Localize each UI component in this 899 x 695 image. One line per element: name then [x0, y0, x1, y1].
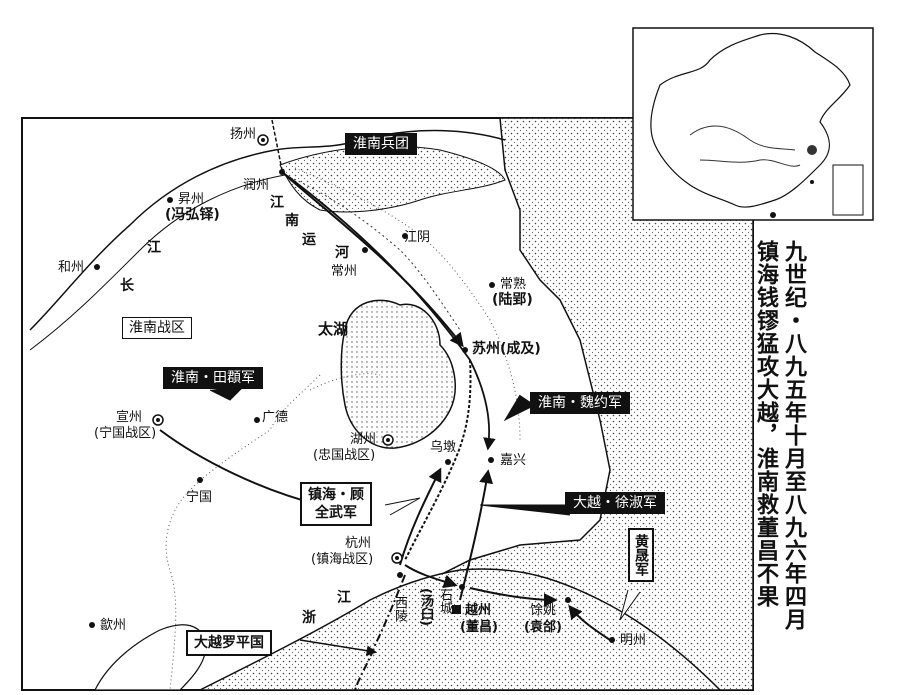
label-yangzhou: 扬州: [230, 127, 257, 142]
river-changjiang-1: 江: [147, 240, 161, 256]
label-hangzhou-note: (镇海战区): [311, 552, 374, 567]
pointer-gu: [384, 497, 421, 516]
tag-zhenhai-gu: 镇海・顾 全武军: [300, 482, 372, 526]
label-wudun: 乌墩: [430, 440, 457, 455]
label-jiaxing: 嘉兴: [500, 453, 527, 468]
label-hezhou: 和州: [58, 260, 85, 275]
jiangnan-canal-south: [404, 359, 472, 561]
label-shicheng: 石城: [437, 588, 452, 614]
river-zhejiang-1: 江: [337, 590, 351, 606]
river-canal-4: 河: [335, 245, 349, 261]
label-taihu: 太湖: [318, 320, 349, 338]
label-yuyao-note: (袁郃): [524, 620, 562, 635]
label-shezhou: 歙州: [100, 618, 127, 633]
inset-highlight: [807, 145, 817, 155]
route-mingzhou-yuyao: [568, 604, 611, 641]
tag-zhenhai-gu-line1: 镇海・顾: [308, 487, 364, 503]
label-yuezhou-note: (董昌): [460, 620, 498, 635]
tag-zhenhai-gu-line2: 全武军: [315, 505, 357, 521]
tag-dayue-xu: 大越・徐淑军: [565, 492, 665, 514]
label-huzhou-note: (忠国战区): [313, 448, 376, 463]
label-shengzhou: 昇州: [178, 192, 205, 207]
tag-huainan-zone: 淮南战区: [122, 317, 192, 339]
title-line-1: 九世纪・八九五年十月至八九六年四月: [781, 240, 806, 631]
label-huzhou: 湖州: [350, 432, 377, 447]
route-zhenhai-wudun: [399, 467, 442, 566]
state-border: [354, 574, 406, 691]
label-shicheng-note: (汤臼): [418, 588, 433, 626]
label-xuanzhou: 宣州: [116, 410, 143, 425]
yangzhou-canal: [271, 119, 283, 171]
river-canal-1: 江: [270, 195, 284, 211]
tag-dayue-state: 大越罗平国: [186, 630, 272, 656]
tag-wei-jun: 淮南・魏约军: [530, 392, 630, 414]
river-canal-3: 运: [302, 232, 316, 248]
title-line-2: 镇海钱镠猛攻大越，淮南救董昌不果: [753, 240, 778, 608]
pointer-xu: [479, 504, 571, 516]
label-suzhou: 苏州(成及): [472, 341, 541, 357]
label-xiling: 西陵: [392, 596, 407, 622]
label-runzhou: 润州: [243, 178, 270, 193]
river-zhejiang-2: 浙: [302, 610, 316, 626]
pointer-wei: [503, 394, 536, 422]
yangtze-river: [29, 129, 506, 331]
label-hangzhou: 杭州: [345, 536, 372, 551]
pointer-huang: [619, 589, 641, 621]
river-canal-2: 南: [285, 213, 299, 229]
label-changshu: 常熟: [500, 277, 527, 292]
route-huainan-bingtuan: [281, 171, 464, 348]
label-shengzhou-note: (冯弘铎): [165, 207, 220, 223]
yangtze-south-bank: [29, 174, 286, 351]
inset-south-sea-box: [832, 164, 864, 216]
route-tian-jun: [159, 429, 323, 510]
river-changjiang-2: 长: [120, 278, 134, 294]
label-changshu-note: (陆郢): [492, 292, 533, 308]
taihu-lake: [340, 299, 456, 449]
tag-huainan-bingtuan: 淮南兵团: [345, 133, 417, 155]
route-hangzhou-shicheng: [404, 564, 458, 589]
inset-china-outline: [650, 32, 851, 208]
canal-dotted: [284, 174, 461, 331]
label-yuezhou: 越州: [465, 603, 492, 618]
route-suzhou-jiaxing: [281, 171, 496, 451]
label-jiangyin: 江阴: [404, 230, 431, 245]
tag-huang-jun: 黄晟军: [628, 528, 654, 582]
label-mingzhou: 明州: [620, 633, 647, 648]
pointer-dayue: [299, 639, 378, 656]
label-ningguo: 宁国: [186, 490, 213, 505]
route-shicheng-yuyao: [469, 587, 558, 607]
label-guangde: 广德: [262, 410, 289, 425]
label-yuyao: 馀姚: [530, 603, 557, 618]
label-xuanzhou-note: (宁国战区): [94, 426, 157, 441]
city-markers: [89, 134, 615, 643]
label-changzhou: 常州: [331, 264, 358, 279]
upper-qiantang: [94, 624, 207, 691]
tag-tian-jun: 淮南・田頵军: [163, 367, 263, 389]
